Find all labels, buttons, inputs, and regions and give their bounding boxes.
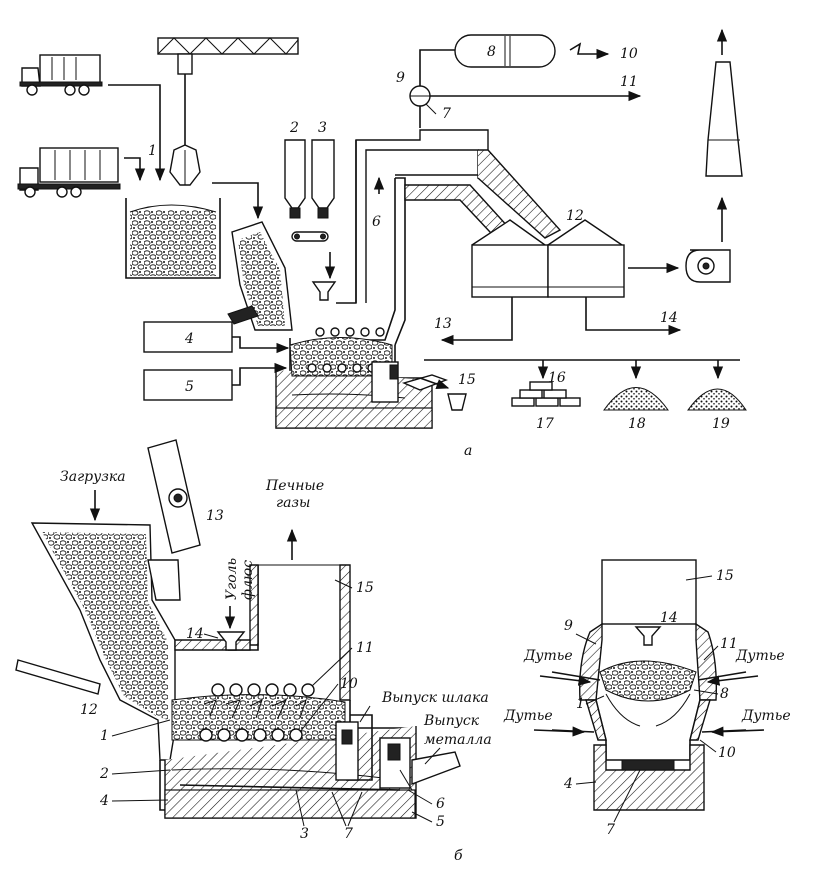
- label-left-6: 6: [436, 796, 445, 812]
- label-dutie-4: Дутье: [741, 708, 791, 724]
- label-left-2: 2: [99, 766, 109, 782]
- dump-truck-icon: [19, 54, 103, 96]
- label-right-14: 14: [660, 610, 678, 626]
- stockpile-bin: [125, 198, 221, 279]
- unit-5: [143, 369, 233, 401]
- label-2: 2: [289, 120, 299, 136]
- label-15: 15: [458, 372, 476, 388]
- label-10: 10: [620, 46, 638, 62]
- label-right-15: 15: [716, 568, 734, 584]
- label-left-1: 1: [100, 728, 109, 744]
- crane-icon: [157, 37, 299, 186]
- lower-right-diagram: 15 14 Дутье Дутье Дутье Дутье 9 11 8 1 1…: [503, 559, 791, 838]
- railcar-icon: [17, 147, 121, 198]
- label-12: 12: [566, 208, 584, 224]
- label-right-1: 1: [576, 696, 585, 712]
- label-13: 13: [434, 316, 452, 332]
- pusher-13: [147, 439, 201, 601]
- label-8: 8: [487, 44, 496, 60]
- label-left-14: 14: [186, 626, 204, 642]
- furnace-lower: [159, 683, 461, 819]
- label-left-5: 5: [436, 814, 445, 830]
- label-pechnye-2: газы: [276, 495, 310, 511]
- label-right-4: 4: [563, 776, 573, 792]
- label-dutie-3: Дутье: [503, 708, 553, 724]
- caption-a: а: [464, 443, 472, 459]
- unit-4: [143, 321, 233, 353]
- label-metall-1: Выпуск: [423, 713, 480, 729]
- label-17: 17: [536, 416, 554, 432]
- label-3: 3: [318, 120, 327, 136]
- stack-icon: [705, 61, 743, 177]
- label-4: 4: [184, 331, 194, 347]
- label-metall-2: металла: [424, 732, 492, 748]
- label-18: 18: [628, 416, 646, 432]
- electrodes-lower: [199, 683, 315, 742]
- charging-chute: [15, 522, 176, 761]
- charging-hopper: [227, 221, 293, 331]
- fan-icon: [685, 249, 731, 283]
- label-pechnye-1: Печные: [265, 478, 324, 494]
- conveyor-icon: [291, 231, 329, 242]
- label-shlak: Выпуск шлака: [381, 690, 489, 706]
- upper-diagram: 1 2 3: [17, 28, 747, 459]
- label-5: 5: [185, 379, 194, 395]
- pile-18: [603, 387, 669, 411]
- furnace-upper: [275, 327, 467, 429]
- label-right-10: 10: [718, 745, 736, 761]
- label-6: 6: [372, 214, 381, 230]
- label-left-7: 7: [344, 826, 353, 842]
- ingots-17: [511, 381, 581, 407]
- label-right-11: 11: [720, 636, 738, 652]
- label-right-8: 8: [720, 686, 729, 702]
- electrodes-upper: [307, 327, 385, 373]
- silo-3: [311, 139, 335, 219]
- flue-right: [601, 559, 697, 625]
- label-left-15: 15: [356, 580, 374, 596]
- label-9: 9: [396, 70, 405, 86]
- label-right-7: 7: [606, 822, 615, 838]
- label-dutie-1: Дутье: [523, 648, 573, 664]
- label-ugol: Уголь: [224, 558, 240, 600]
- label-right-9: 9: [564, 618, 573, 634]
- baghouse-12: [471, 219, 625, 298]
- label-left-12: 12: [80, 702, 98, 718]
- label-left-13: 13: [206, 508, 224, 524]
- label-flyus: флюс: [240, 560, 256, 600]
- label-19: 19: [712, 416, 730, 432]
- label-14: 14: [660, 310, 678, 326]
- label-7: 7: [442, 106, 451, 122]
- silo-2: [284, 139, 306, 219]
- label-dutie-2: Дутье: [735, 648, 785, 664]
- vessel-8: [454, 34, 556, 68]
- label-11: 11: [620, 74, 638, 90]
- label-left-10: 10: [340, 676, 358, 692]
- label-left-3: 3: [300, 826, 309, 842]
- pile-19: [687, 388, 747, 411]
- caption-b: б: [454, 848, 463, 864]
- label-left-11: 11: [356, 640, 374, 656]
- lower-left-diagram: Загрузка 12 13 Печные газы 15 Уголь флюс…: [15, 439, 492, 864]
- label-zagruzka: Загрузка: [60, 469, 126, 485]
- label-1: 1: [148, 143, 157, 159]
- label-left-4: 4: [99, 793, 109, 809]
